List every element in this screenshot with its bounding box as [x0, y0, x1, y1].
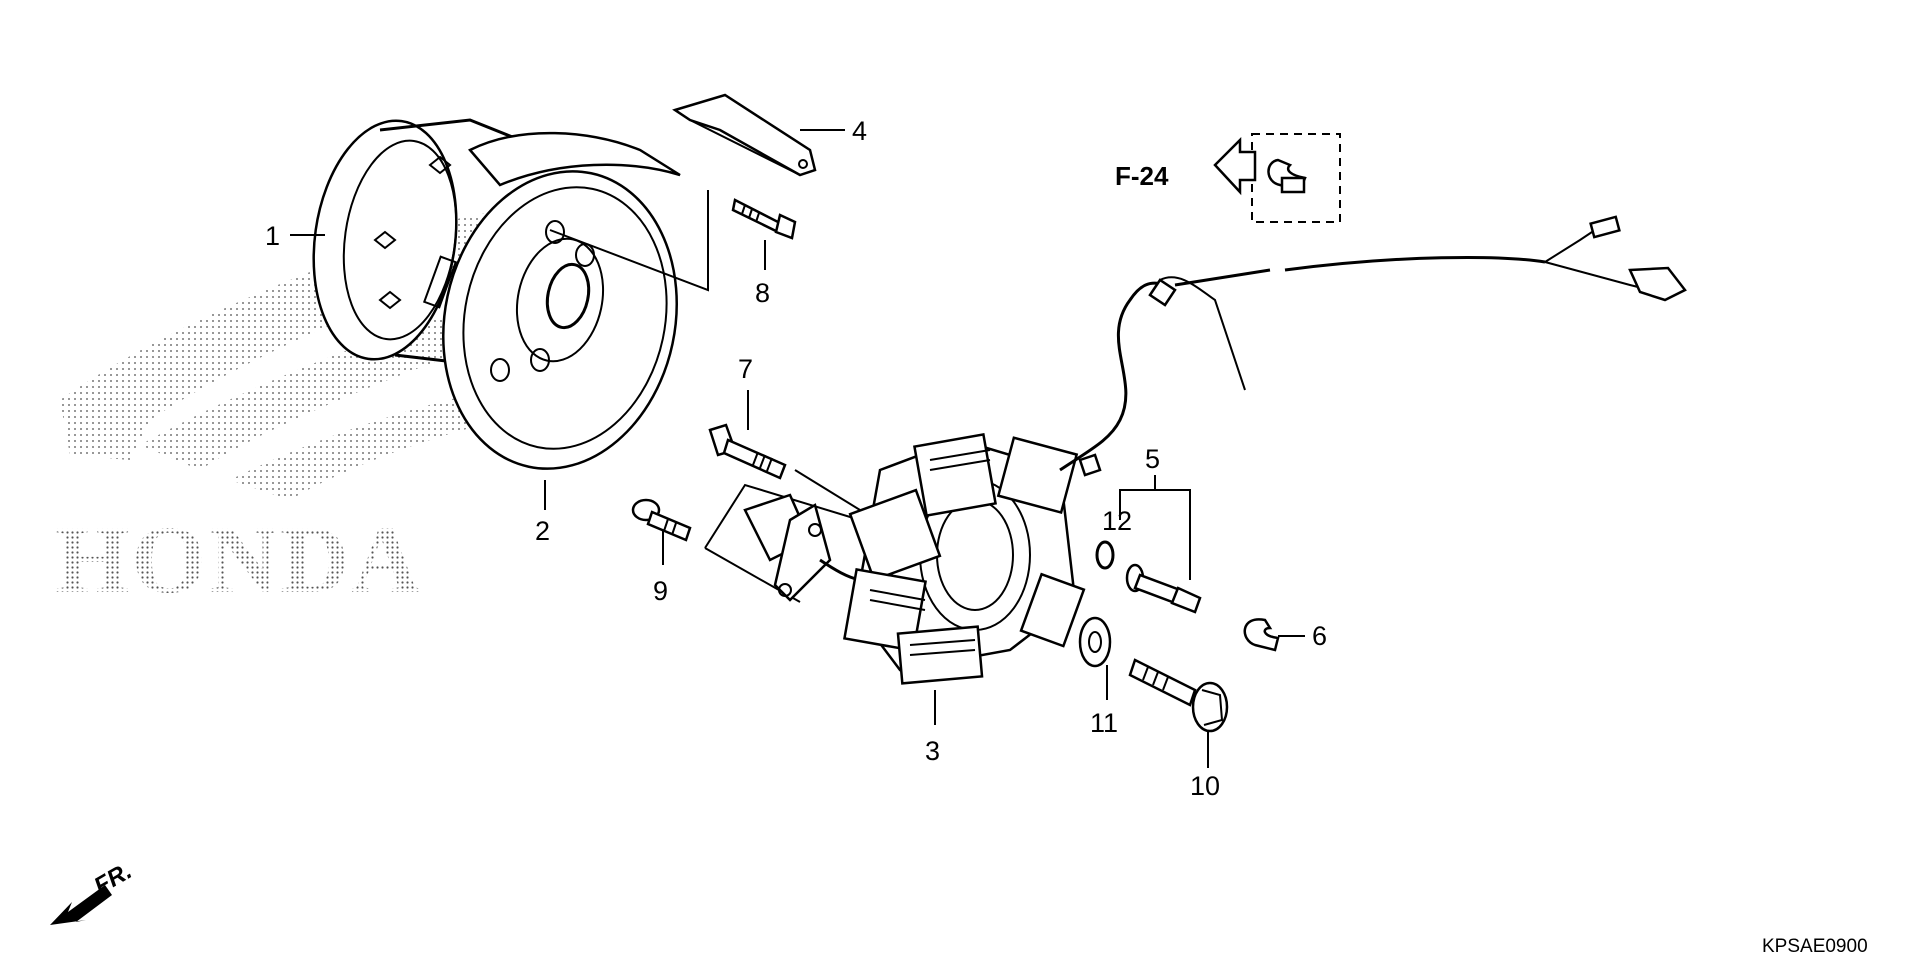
bracket-9: [704, 483, 861, 549]
part-11-washer: [1078, 616, 1112, 668]
part-12-washer: [1095, 540, 1115, 570]
callout-5: 5: [1145, 444, 1160, 474]
reference-label: F-24: [1115, 161, 1169, 191]
callout-3: 3: [925, 736, 940, 766]
reference-box: [1251, 133, 1341, 223]
callout-4: 4: [852, 116, 867, 146]
leader-7-ext: [794, 469, 861, 511]
leader-lines: [290, 129, 1305, 768]
part-4-cover: [672, 93, 817, 177]
diagram-code: KPSAE0900: [1762, 936, 1868, 957]
part-3-stator: [843, 433, 1086, 685]
part-2-flywheel: [422, 131, 681, 470]
callout-2: 2: [535, 516, 550, 546]
honda-watermark: HONDA: [55, 506, 422, 613]
callout-1: 1: [265, 221, 280, 251]
part-1-rotor-hub: [312, 118, 521, 367]
part-6-clip: [1243, 618, 1280, 652]
wire-harness: [1059, 215, 1687, 477]
part-8-bolt: [731, 198, 797, 240]
part-10-bolt: [1128, 658, 1229, 733]
callout-9: 9: [653, 576, 668, 606]
part-5-stud: [1125, 563, 1202, 614]
pulse-sensor: [743, 493, 901, 602]
callout-10: 10: [1190, 771, 1220, 801]
part-7-bolt: [708, 423, 787, 480]
part-9-bolt: [631, 498, 692, 542]
callout-8: 8: [755, 278, 770, 308]
callout-6: 6: [1312, 621, 1327, 651]
bracket-8: [549, 190, 709, 292]
callout-7: 7: [738, 354, 753, 384]
callout-12: 12: [1102, 506, 1132, 536]
front-arrow-icon: [50, 885, 112, 925]
callout-11: 11: [1090, 708, 1118, 738]
reference-arrow-icon: [1213, 136, 1257, 196]
